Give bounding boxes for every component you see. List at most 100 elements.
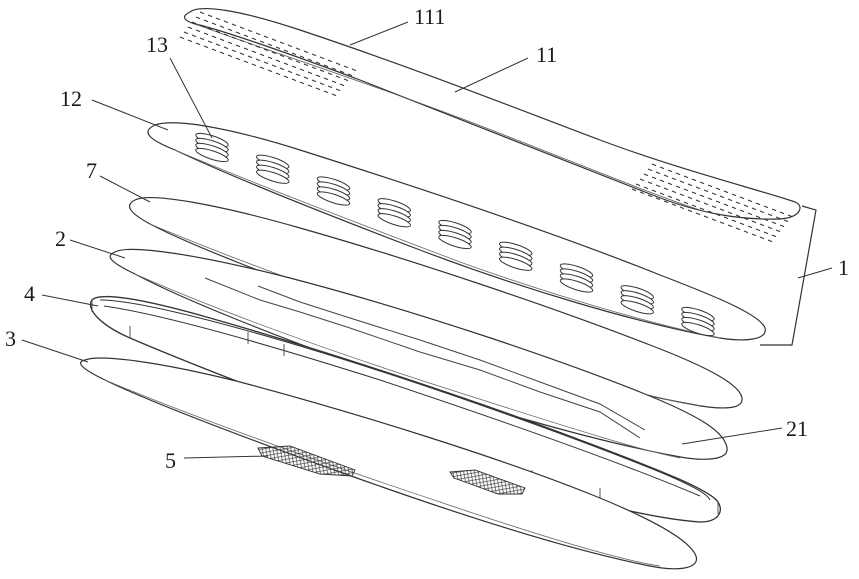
perforation-dash xyxy=(236,45,240,47)
perforation-dash xyxy=(688,210,692,212)
perforation-dash xyxy=(312,67,316,69)
perforation-dash xyxy=(744,231,748,233)
perforation-dash xyxy=(752,234,756,236)
perforation-dash xyxy=(732,220,736,222)
perforation-dash xyxy=(336,89,340,91)
perforation-dash xyxy=(296,74,300,76)
perforation-dash xyxy=(268,57,272,59)
perforation-dash xyxy=(344,79,348,81)
perforation-dash xyxy=(772,235,776,237)
top-cover-layer xyxy=(180,9,800,242)
perforation-dash xyxy=(292,79,296,81)
label-11: 11 xyxy=(536,44,557,66)
perforation-dash xyxy=(336,76,340,78)
perforation-dash xyxy=(340,84,344,86)
perforation-dash xyxy=(332,81,336,83)
perforation-dash xyxy=(188,40,192,42)
perforation-dash xyxy=(252,64,256,66)
perforation-dash xyxy=(736,228,740,230)
perforation-dash xyxy=(196,43,200,45)
perforation-dash xyxy=(320,83,324,85)
perforation-dash xyxy=(672,204,676,206)
perforation-dash xyxy=(276,60,280,62)
perforation-dash xyxy=(640,192,644,194)
perforation-dash xyxy=(264,62,268,64)
perforation-dash xyxy=(304,64,308,66)
perforation-dash xyxy=(304,77,308,79)
perforation-dash xyxy=(232,50,236,52)
perforation-dash xyxy=(216,44,220,46)
perforation-dash xyxy=(196,30,200,32)
perforation-dash xyxy=(712,219,716,221)
perforation-dash xyxy=(332,94,336,96)
perforation-dash xyxy=(300,69,304,71)
perforation-dash xyxy=(260,54,264,56)
perforation-dash xyxy=(284,63,288,65)
perforation-dash xyxy=(308,85,312,87)
perforation-dash xyxy=(300,82,304,84)
label-2: 2 xyxy=(55,228,66,250)
perforation-dash xyxy=(280,68,284,70)
perforation-dash xyxy=(632,189,636,191)
perforation-dash xyxy=(248,56,252,58)
perforation-dash xyxy=(220,52,224,54)
perforation-dash xyxy=(284,76,288,78)
perforation-dash xyxy=(184,32,188,34)
perforation-dash xyxy=(756,229,760,231)
perforation-dash xyxy=(244,48,248,50)
perforation-dash xyxy=(260,67,264,69)
perforation-dash xyxy=(760,224,764,226)
perforation-dash xyxy=(768,240,772,242)
perforation-dash xyxy=(288,71,292,73)
perforation-dash xyxy=(720,222,724,224)
label-4: 4 xyxy=(24,283,35,305)
perforation-dash xyxy=(748,226,752,228)
perforation-dash xyxy=(328,86,332,88)
label-12: 12 xyxy=(60,88,82,110)
perforation-dash xyxy=(704,216,708,218)
perforation-dash xyxy=(316,88,320,90)
perforation-dash xyxy=(308,72,312,74)
perforation-dash xyxy=(180,37,184,39)
perforation-dash xyxy=(728,225,732,227)
perforation-dash xyxy=(220,39,224,41)
perforation-dash xyxy=(212,49,216,51)
perforation-dash xyxy=(272,65,276,67)
perforation-dash xyxy=(204,46,208,48)
perforation-dash xyxy=(212,36,216,38)
perforation-dash xyxy=(252,51,256,53)
perforation-dash xyxy=(268,70,272,72)
perforation-dash xyxy=(752,221,756,223)
label-13: 13 xyxy=(146,34,168,56)
perforation-dash xyxy=(760,237,764,239)
perforation-dash xyxy=(328,73,332,75)
perforation-dash xyxy=(188,27,192,29)
label-111: 111 xyxy=(414,6,445,28)
perforation-dash xyxy=(276,73,280,75)
perforation-dash xyxy=(224,47,228,49)
perforation-dash xyxy=(204,33,208,35)
perforation-dash xyxy=(320,70,324,72)
perforation-dash xyxy=(240,53,244,55)
perforation-dash xyxy=(780,225,784,227)
perforation-dash xyxy=(208,41,212,43)
perforation-dash xyxy=(740,223,744,225)
perforation-dash xyxy=(256,59,260,61)
label-7: 7 xyxy=(86,160,97,182)
perforation-dash xyxy=(244,61,248,63)
perforation-dash xyxy=(768,227,772,229)
perforation-dash xyxy=(324,78,328,80)
perforation-dash xyxy=(764,232,768,234)
perforation-dash xyxy=(324,91,328,93)
label-3: 3 xyxy=(5,328,16,350)
perforation-dash xyxy=(228,55,232,57)
perforation-dash xyxy=(236,58,240,60)
perforation-dash xyxy=(316,75,320,77)
perforation-dash xyxy=(724,217,728,219)
perforation-dash xyxy=(772,222,776,224)
perforation-dash xyxy=(696,213,700,215)
perforation-dash xyxy=(200,38,204,40)
label-21: 21 xyxy=(786,418,808,440)
perforation-dash xyxy=(648,195,652,197)
